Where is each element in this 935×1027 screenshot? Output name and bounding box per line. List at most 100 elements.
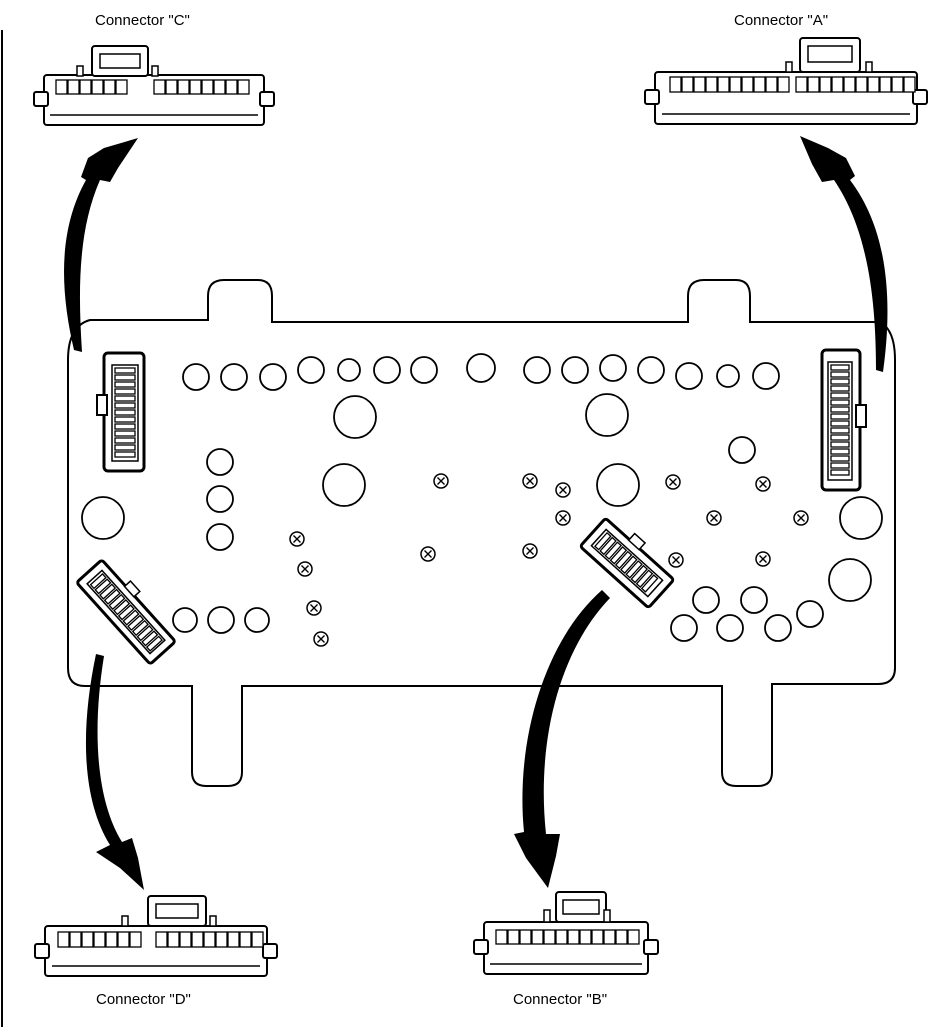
socket-pin-cell	[830, 413, 850, 420]
arrow-to-connector-b	[514, 590, 610, 888]
hole	[81, 496, 125, 540]
connector-pin-cell	[555, 929, 568, 945]
screw-icon	[665, 474, 681, 490]
hole	[637, 356, 665, 384]
screw-icon	[289, 531, 305, 547]
connector-pin-cell	[669, 76, 682, 93]
socket-pin-cell	[830, 427, 850, 434]
hole	[716, 364, 740, 388]
connector-pin-cell	[103, 79, 116, 95]
hole	[796, 600, 824, 628]
hole	[322, 463, 366, 507]
socket-pin-cell	[114, 381, 136, 388]
connector-pin-cell	[155, 931, 168, 948]
socket-pin-cell	[830, 385, 850, 392]
hole	[692, 586, 720, 614]
socket-pin-cell	[830, 378, 850, 385]
connector-pin-cell	[167, 931, 180, 948]
hole	[220, 363, 248, 391]
socket-pin-cell	[114, 437, 136, 444]
connector-b-body	[473, 891, 659, 975]
hole	[523, 356, 551, 384]
socket-b-on-board	[579, 517, 675, 609]
socket-pin-cell	[114, 430, 136, 437]
hole	[839, 496, 883, 540]
connector-pin-cell	[867, 76, 880, 93]
connector-a-body	[644, 37, 928, 125]
socket-pin-cell	[614, 550, 633, 570]
hole	[596, 463, 640, 507]
connector-pin-cell	[591, 929, 604, 945]
socket-pin-cell	[830, 371, 850, 378]
hole	[206, 448, 234, 476]
screw-icon	[793, 510, 809, 526]
connector-pin-cell	[855, 76, 868, 93]
connector-pin-cell	[105, 931, 118, 948]
socket-pin-cell	[131, 619, 149, 637]
socket-pin-cell	[830, 434, 850, 441]
socket-pin-cell	[114, 416, 136, 423]
socket-pin-cell	[114, 395, 136, 402]
hole	[675, 362, 703, 390]
connector-pin-cell	[225, 79, 238, 95]
connector-pin-cell	[729, 76, 742, 93]
socket-pin-cell	[145, 635, 163, 652]
socket-pin-cell	[122, 609, 140, 626]
connector-d-label: Connector "D"	[96, 991, 191, 1008]
socket-pin-cell	[127, 614, 145, 631]
connector-pin-cell	[179, 931, 192, 948]
hole	[740, 586, 768, 614]
socket-pin-cell	[114, 367, 136, 374]
connector-pin-cell	[693, 76, 706, 93]
connector-pin-cell	[67, 79, 80, 95]
connector-pin-cell	[55, 79, 68, 95]
socket-pin-cell	[604, 541, 623, 560]
hole	[373, 356, 401, 384]
connector-pin-cell	[615, 929, 628, 945]
socket-pin-cell	[114, 451, 136, 458]
socket-pin-cell	[141, 630, 159, 647]
socket-pin-cell	[103, 588, 121, 605]
board-holes	[81, 353, 883, 642]
socket-pin-cell	[625, 560, 643, 579]
connector-pin-cell	[117, 931, 130, 948]
connector-pin-cell	[201, 79, 214, 95]
arrow-to-connector-d	[85, 654, 144, 890]
connector-pin-cell	[203, 931, 216, 948]
socket-pin-cell	[108, 593, 126, 611]
screw-icon	[755, 551, 771, 567]
socket-pin-cell	[640, 574, 659, 593]
screw-icon	[522, 473, 538, 489]
socket-pin-cell	[830, 455, 850, 462]
connector-pin-cell	[531, 929, 544, 945]
socket-pin-cell	[830, 420, 850, 427]
connector-pin-cell	[843, 76, 856, 93]
connector-pin-cell	[753, 76, 766, 93]
socket-pin-cell	[830, 441, 850, 448]
socket-pin-cell	[594, 531, 612, 551]
connector-pin-cell	[57, 931, 70, 948]
hole	[728, 436, 756, 464]
socket-pin-cell	[620, 555, 638, 574]
socket-pin-cell	[830, 392, 850, 399]
hole	[752, 362, 780, 390]
connector-pin-cell	[519, 929, 532, 945]
socket-pin-cell	[830, 448, 850, 455]
socket-pin-cell	[114, 402, 136, 409]
socket-c-on-board	[96, 351, 146, 473]
hole	[259, 363, 287, 391]
socket-pin-cell	[114, 388, 136, 395]
socket-pin-cell	[94, 578, 112, 595]
connector-pin-cell	[903, 76, 916, 93]
connector-pin-cell	[495, 929, 508, 945]
connector-pin-cell	[567, 929, 580, 945]
connector-pin-cell	[189, 79, 202, 95]
socket-pin-cell	[89, 573, 107, 590]
connector-pin-cell	[543, 929, 556, 945]
socket-pin-cell	[117, 604, 135, 621]
connector-pin-cell	[251, 931, 264, 948]
connector-pin-cell	[213, 79, 226, 95]
connector-pin-cell	[177, 79, 190, 95]
